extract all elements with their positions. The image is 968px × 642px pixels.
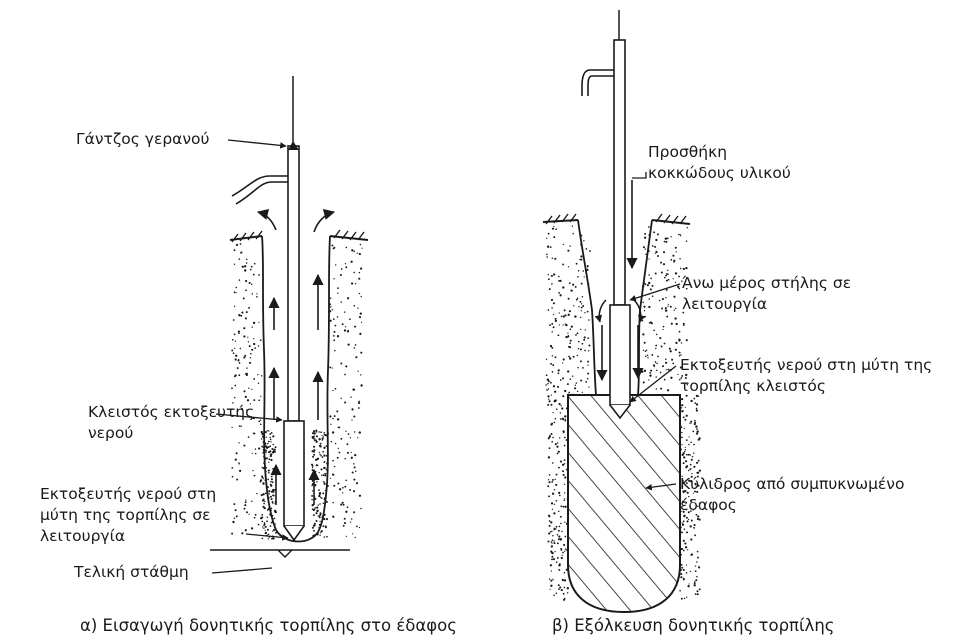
vibroprobe-rod-b bbox=[614, 40, 625, 305]
compacted-soil-cylinder bbox=[568, 395, 680, 612]
vibroprobe-rod-a bbox=[288, 146, 299, 421]
label-tip-water-jet-active: Εκτοξευτής νερού στη μύτη της τορπίλης σ… bbox=[40, 484, 216, 547]
label-upper-column-active: Άνω μέρος στήλης σε λειτουργία bbox=[682, 273, 851, 315]
leader-crane-hook bbox=[228, 140, 286, 146]
caption-panel-b: β) Εξόλκευση δονητικής τορπίλης bbox=[552, 616, 834, 635]
panel-b-drawing bbox=[543, 10, 701, 612]
vibroprobe-body-b bbox=[610, 305, 630, 405]
label-granular-addition: Προσθήκη κοκκώδους υλικού bbox=[648, 142, 791, 184]
leader-granular-addition bbox=[632, 172, 646, 178]
caption-panel-a: α) Εισαγωγή δονητικής τορπίλης στο έδαφο… bbox=[80, 616, 457, 635]
panel-a-drawing bbox=[210, 76, 368, 573]
vibroprobe-body-a bbox=[284, 421, 304, 526]
label-crane-hook: Γάντζος γερανού bbox=[76, 129, 210, 150]
label-final-level: Τελική στάθμη bbox=[74, 562, 189, 583]
leader-upper-column bbox=[630, 284, 680, 300]
leader-final-level bbox=[212, 568, 272, 573]
label-compacted-cylinder: Κύλιδρος από συμπυκνωμένο έδαφος bbox=[680, 474, 904, 516]
feed-pipe-b bbox=[582, 70, 614, 96]
label-closed-water-jet: Κλειστός εκτοξευτής νερού bbox=[88, 402, 254, 444]
borehole-wall-left-b bbox=[578, 220, 596, 395]
label-tip-jet-closed: Εκτοξευτής νερού στη μύτη της τορπίλης κ… bbox=[680, 355, 932, 397]
water-hose-a bbox=[232, 176, 288, 204]
borehole-wall-right-a bbox=[318, 236, 330, 532]
